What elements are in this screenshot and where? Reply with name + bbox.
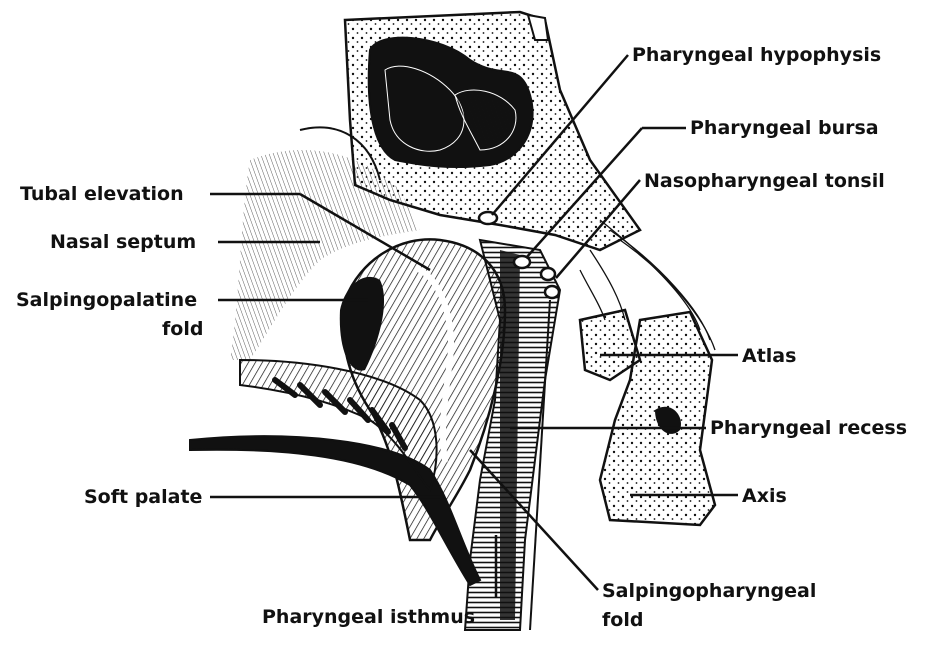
label-soft-palate: Soft palate [84,486,202,508]
label-pharyngeal-isthmus: Pharyngeal isthmus [262,606,475,628]
vertebrae [580,220,715,525]
label-salpingopharyngeal-fold-line2: fold [602,609,643,631]
label-pharyngeal-bursa: Pharyngeal bursa [690,117,879,139]
label-tubal-elevation: Tubal elevation [20,183,184,205]
label-axis: Axis [742,485,787,507]
label-salpingopharyngeal-fold-line1: Salpingopharyngeal [602,580,816,602]
label-salpingopalatine-fold-line1: Salpingopalatine [16,289,197,311]
label-nasopharyngeal-tonsil: Nasopharyngeal tonsil [644,170,885,192]
label-nasal-septum: Nasal septum [50,231,196,253]
label-atlas: Atlas [742,345,796,367]
label-salpingopalatine-fold-line2: fold [162,318,203,340]
label-pharyngeal-recess: Pharyngeal recess [710,417,907,439]
label-pharyngeal-hypophysis: Pharyngeal hypophysis [632,44,881,66]
